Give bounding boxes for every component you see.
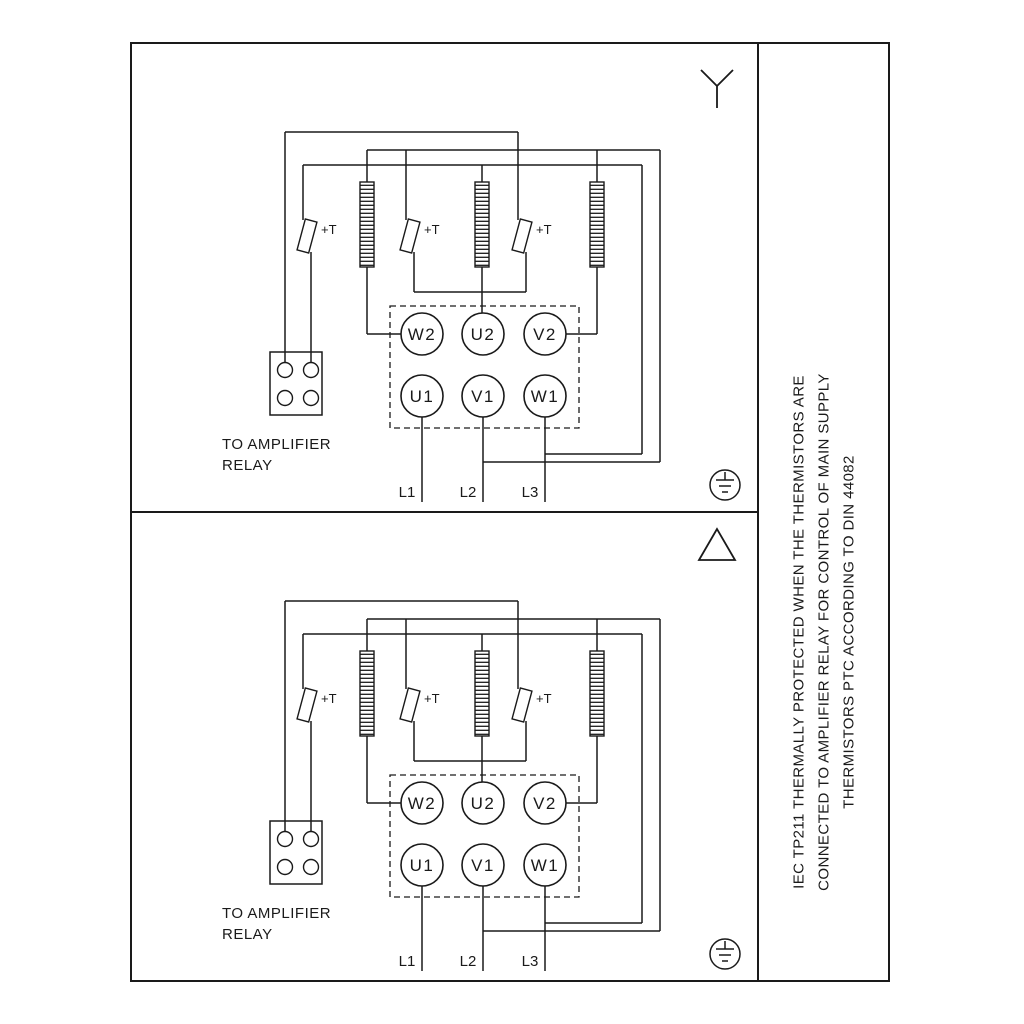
winding-3: [589, 181, 605, 268]
supply-l2-label: L2: [460, 484, 477, 501]
winding-3: [589, 650, 605, 737]
supply-line-labels: L1 L2 L3: [399, 953, 539, 970]
wiring-lines: [284, 131, 661, 502]
winding-2: [474, 650, 490, 737]
terminals: [400, 781, 567, 887]
relay-label-line1: TO AMPLIFIER: [222, 436, 331, 453]
terminal-w2-label: W2: [408, 794, 437, 813]
relay-label-line2: RELAY: [222, 457, 273, 474]
terminal-u2-label: U2: [471, 325, 496, 344]
terminal-v1: [461, 374, 505, 418]
terminal-board-outline: [389, 774, 580, 898]
supply-l2-label: L2: [460, 953, 477, 970]
terminal-w2: [400, 781, 444, 825]
motor-windings: [359, 181, 605, 268]
wiring-lines: [284, 600, 661, 971]
thermistor-3: [511, 687, 533, 723]
side-note-line1: IEC TP211 THERMALLY PROTECTED WHEN THE T…: [790, 375, 807, 889]
terminal-w1: [523, 374, 567, 418]
relay-label-line2: RELAY: [222, 926, 273, 943]
terminal-u1: [400, 843, 444, 887]
panel-delta-connection: +T +T +T W2 U2 V2 U1 V1: [132, 513, 757, 980]
terminal-labels: W2 U2 V2 U1 V1 W1: [408, 325, 560, 406]
terminal-u1: [400, 374, 444, 418]
terminal-w1-label: W1: [531, 856, 560, 875]
side-note-strip: IEC TP211 THERMALLY PROTECTED WHEN THE T…: [759, 44, 888, 980]
thermistors: [296, 687, 533, 723]
thermistor-1-label: +T: [321, 691, 337, 706]
supply-l1-label: L1: [399, 953, 416, 970]
relay-terminal-block: [269, 820, 323, 885]
diagram-column: +T +T +T W2 U2 V2 U1: [132, 44, 759, 980]
terminal-labels: W2 U2 V2 U1 V1 W1: [408, 794, 560, 875]
side-note-line2: CONNECTED TO AMPLIFIER RELAY FOR CONTROL…: [815, 373, 832, 891]
terminal-u1-label: U1: [410, 856, 435, 875]
terminal-board-outline: [389, 305, 580, 429]
thermistors: [296, 218, 533, 254]
side-note-line3: THERMISTORS PTC ACCORDING TO DIN 44082: [840, 455, 857, 809]
terminal-u2: [461, 781, 505, 825]
terminal-w2-label: W2: [408, 325, 437, 344]
thermistor-3-label: +T: [536, 691, 552, 706]
terminal-v2-label: V2: [533, 794, 557, 813]
star-wiring-diagram: +T +T +T W2 U2 V2 U1: [222, 69, 741, 502]
winding-1: [359, 650, 375, 737]
thermistor-2-label: +T: [424, 222, 440, 237]
terminal-v2: [523, 312, 567, 356]
terminal-w1: [523, 843, 567, 887]
earth-icon: [709, 469, 741, 501]
thermistor-2: [399, 687, 421, 723]
thermistor-1: [296, 218, 318, 254]
relay-label-line1: TO AMPLIFIER: [222, 905, 331, 922]
supply-l1-label: L1: [399, 484, 416, 501]
thermistor-2: [399, 218, 421, 254]
thermistor-3-label: +T: [536, 222, 552, 237]
earth-icon: [709, 938, 741, 970]
supply-line-labels: L1 L2 L3: [399, 484, 539, 501]
relay-terminal-block: [269, 351, 323, 416]
terminals: [400, 312, 567, 418]
terminal-w2: [400, 312, 444, 356]
supply-l3-label: L3: [522, 953, 539, 970]
thermistor-1: [296, 687, 318, 723]
supply-l3-label: L3: [522, 484, 539, 501]
terminal-v1-label: V1: [471, 387, 495, 406]
star-symbol-icon: [700, 69, 734, 108]
delta-symbol-icon: [697, 527, 737, 561]
thermistor-1-label: +T: [321, 222, 337, 237]
terminal-v2-label: V2: [533, 325, 557, 344]
terminal-u2-label: U2: [471, 794, 496, 813]
terminal-v1-label: V1: [471, 856, 495, 875]
winding-1: [359, 181, 375, 268]
terminal-v2: [523, 781, 567, 825]
terminal-u1-label: U1: [410, 387, 435, 406]
terminal-w1-label: W1: [531, 387, 560, 406]
thermistor-2-label: +T: [424, 691, 440, 706]
delta-wiring-diagram: +T +T +T W2 U2 V2 U1 V1: [222, 527, 741, 971]
drawing-sheet: +T +T +T W2 U2 V2 U1: [130, 42, 890, 982]
panel-star-connection: +T +T +T W2 U2 V2 U1: [132, 44, 757, 513]
side-note-text: IEC TP211 THERMALLY PROTECTED WHEN THE T…: [786, 373, 861, 891]
winding-2: [474, 181, 490, 268]
terminal-v1: [461, 843, 505, 887]
motor-windings: [359, 650, 605, 737]
thermistor-3: [511, 218, 533, 254]
terminal-u2: [461, 312, 505, 356]
